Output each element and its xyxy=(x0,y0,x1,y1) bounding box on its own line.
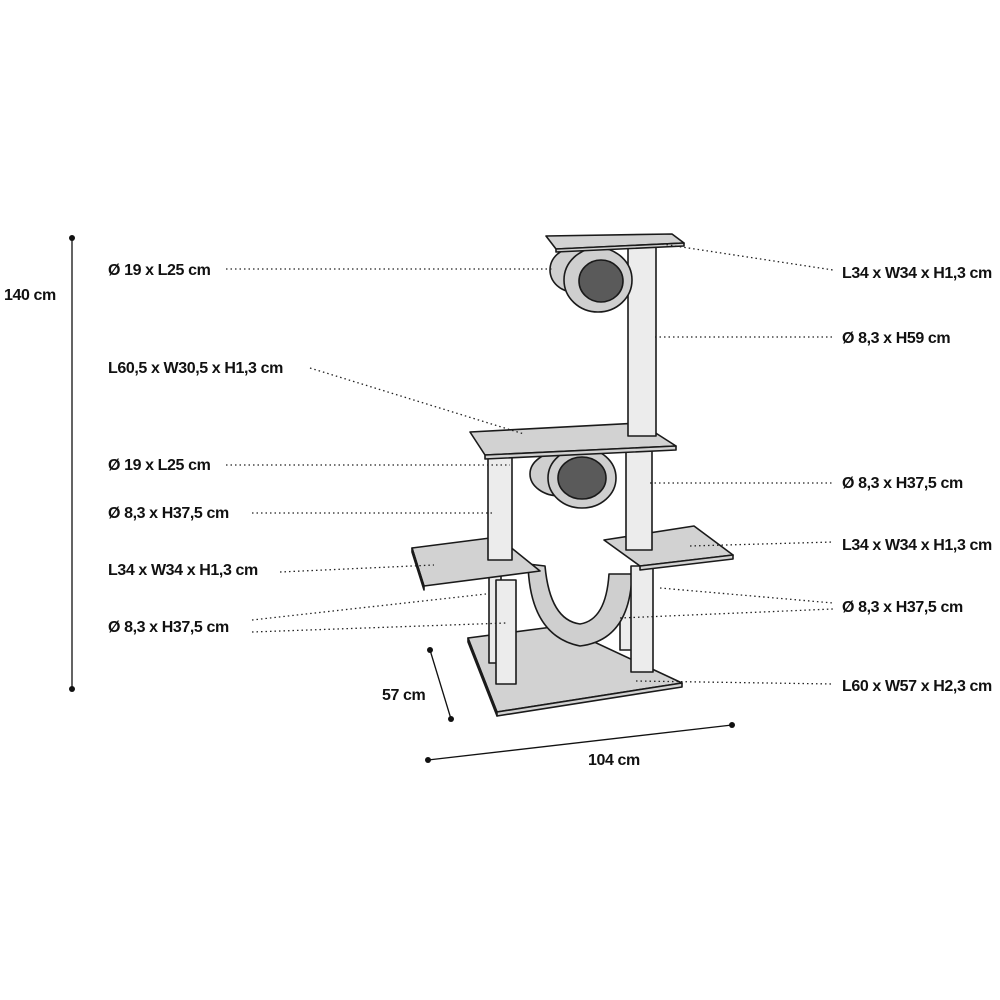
top-tube xyxy=(549,247,633,313)
middle-right-post xyxy=(625,445,653,551)
depth-dimension xyxy=(427,647,454,722)
upper-platform-edge xyxy=(484,445,677,460)
width-label: 104 cm xyxy=(588,752,640,769)
height-label: 140 cm xyxy=(4,287,56,304)
lower-front-left-post xyxy=(495,579,517,685)
label-lower-left-posts: Ø 8,3 x H37,5 cm xyxy=(108,619,229,636)
lower-front-right-post xyxy=(630,565,654,673)
label-top-post: Ø 8,3 x H59 cm xyxy=(842,330,950,347)
label-top-tube: Ø 19 x L25 cm xyxy=(108,262,211,279)
label-middle-left-post: Ø 8,3 x H37,5 cm xyxy=(108,505,229,522)
middle-right-platform-edge xyxy=(639,554,734,571)
middle-left-platform xyxy=(411,536,541,587)
depth-label: 57 cm xyxy=(382,687,426,704)
base-board-front xyxy=(496,682,683,717)
width-dimension xyxy=(425,722,735,763)
cat-tree xyxy=(411,233,734,717)
middle-left-platform-edge xyxy=(411,547,425,591)
height-dimension xyxy=(69,235,75,692)
label-middle-left-platform: L34 x W34 x H1,3 cm xyxy=(108,562,258,579)
label-middle-right-platform: L34 x W34 x H1,3 cm xyxy=(842,537,992,554)
label-base-board: L60 x W57 x H2,3 cm xyxy=(842,678,992,695)
label-middle-tube: Ø 19 x L25 cm xyxy=(108,457,211,474)
label-lower-right-posts: Ø 8,3 x H37,5 cm xyxy=(842,599,963,616)
label-upper-platform: L60,5 x W30,5 x H1,3 cm xyxy=(108,360,283,377)
label-top-platform: L34 x W34 x H1,3 cm xyxy=(842,265,992,282)
middle-tube xyxy=(529,447,617,509)
leader-lines xyxy=(226,243,834,685)
label-middle-right-post: Ø 8,3 x H37,5 cm xyxy=(842,475,963,492)
middle-left-post xyxy=(487,455,513,561)
top-platform-edge xyxy=(555,242,685,253)
